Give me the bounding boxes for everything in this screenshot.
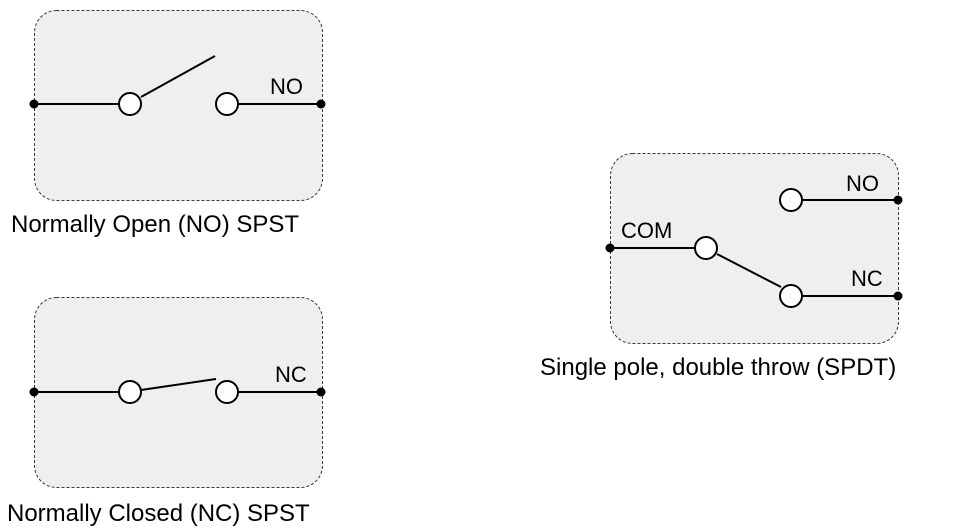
spdt-diagram: COM NO NC Single pole, double throw (SPD…	[540, 153, 903, 381]
spdt-com-terminal	[605, 243, 615, 253]
nc-spst-caption: Normally Closed (NC) SPST	[7, 500, 310, 527]
spdt-nc-label: NC	[851, 266, 883, 291]
no-spst-diagram: NO Normally Open (NO) SPST	[11, 10, 326, 238]
no-spst-input-terminal	[29, 99, 39, 109]
no-spst-output-terminal	[316, 99, 326, 109]
spdt-com-label: COM	[621, 218, 672, 243]
spdt-com-contact	[694, 236, 718, 260]
no-spst-open-lever	[140, 55, 216, 98]
no-spst-box	[34, 10, 323, 201]
nc-spst-output-terminal	[316, 387, 326, 397]
nc-spst-closed-lever	[140, 378, 217, 391]
spdt-nc-terminal	[893, 291, 903, 301]
nc-spst-pivot-contact	[118, 380, 142, 404]
nc-spst-input-terminal	[29, 387, 39, 397]
no-spst-pivot-contact	[118, 92, 142, 116]
no-spst-caption: Normally Open (NO) SPST	[11, 211, 299, 238]
spdt-caption: Single pole, double throw (SPDT)	[540, 354, 896, 381]
no-spst-open-contact	[215, 92, 239, 116]
nc-spst-diagram: NC Normally Closed (NC) SPST	[7, 297, 326, 527]
spdt-no-terminal	[893, 195, 903, 205]
nc-spst-terminal-label: NC	[275, 362, 307, 387]
spdt-no-contact	[779, 188, 803, 212]
spdt-lever	[716, 253, 782, 288]
spdt-no-label: NO	[846, 171, 879, 196]
nc-spst-closed-contact	[215, 380, 239, 404]
no-spst-terminal-label: NO	[270, 74, 303, 99]
spdt-nc-contact	[779, 284, 803, 308]
